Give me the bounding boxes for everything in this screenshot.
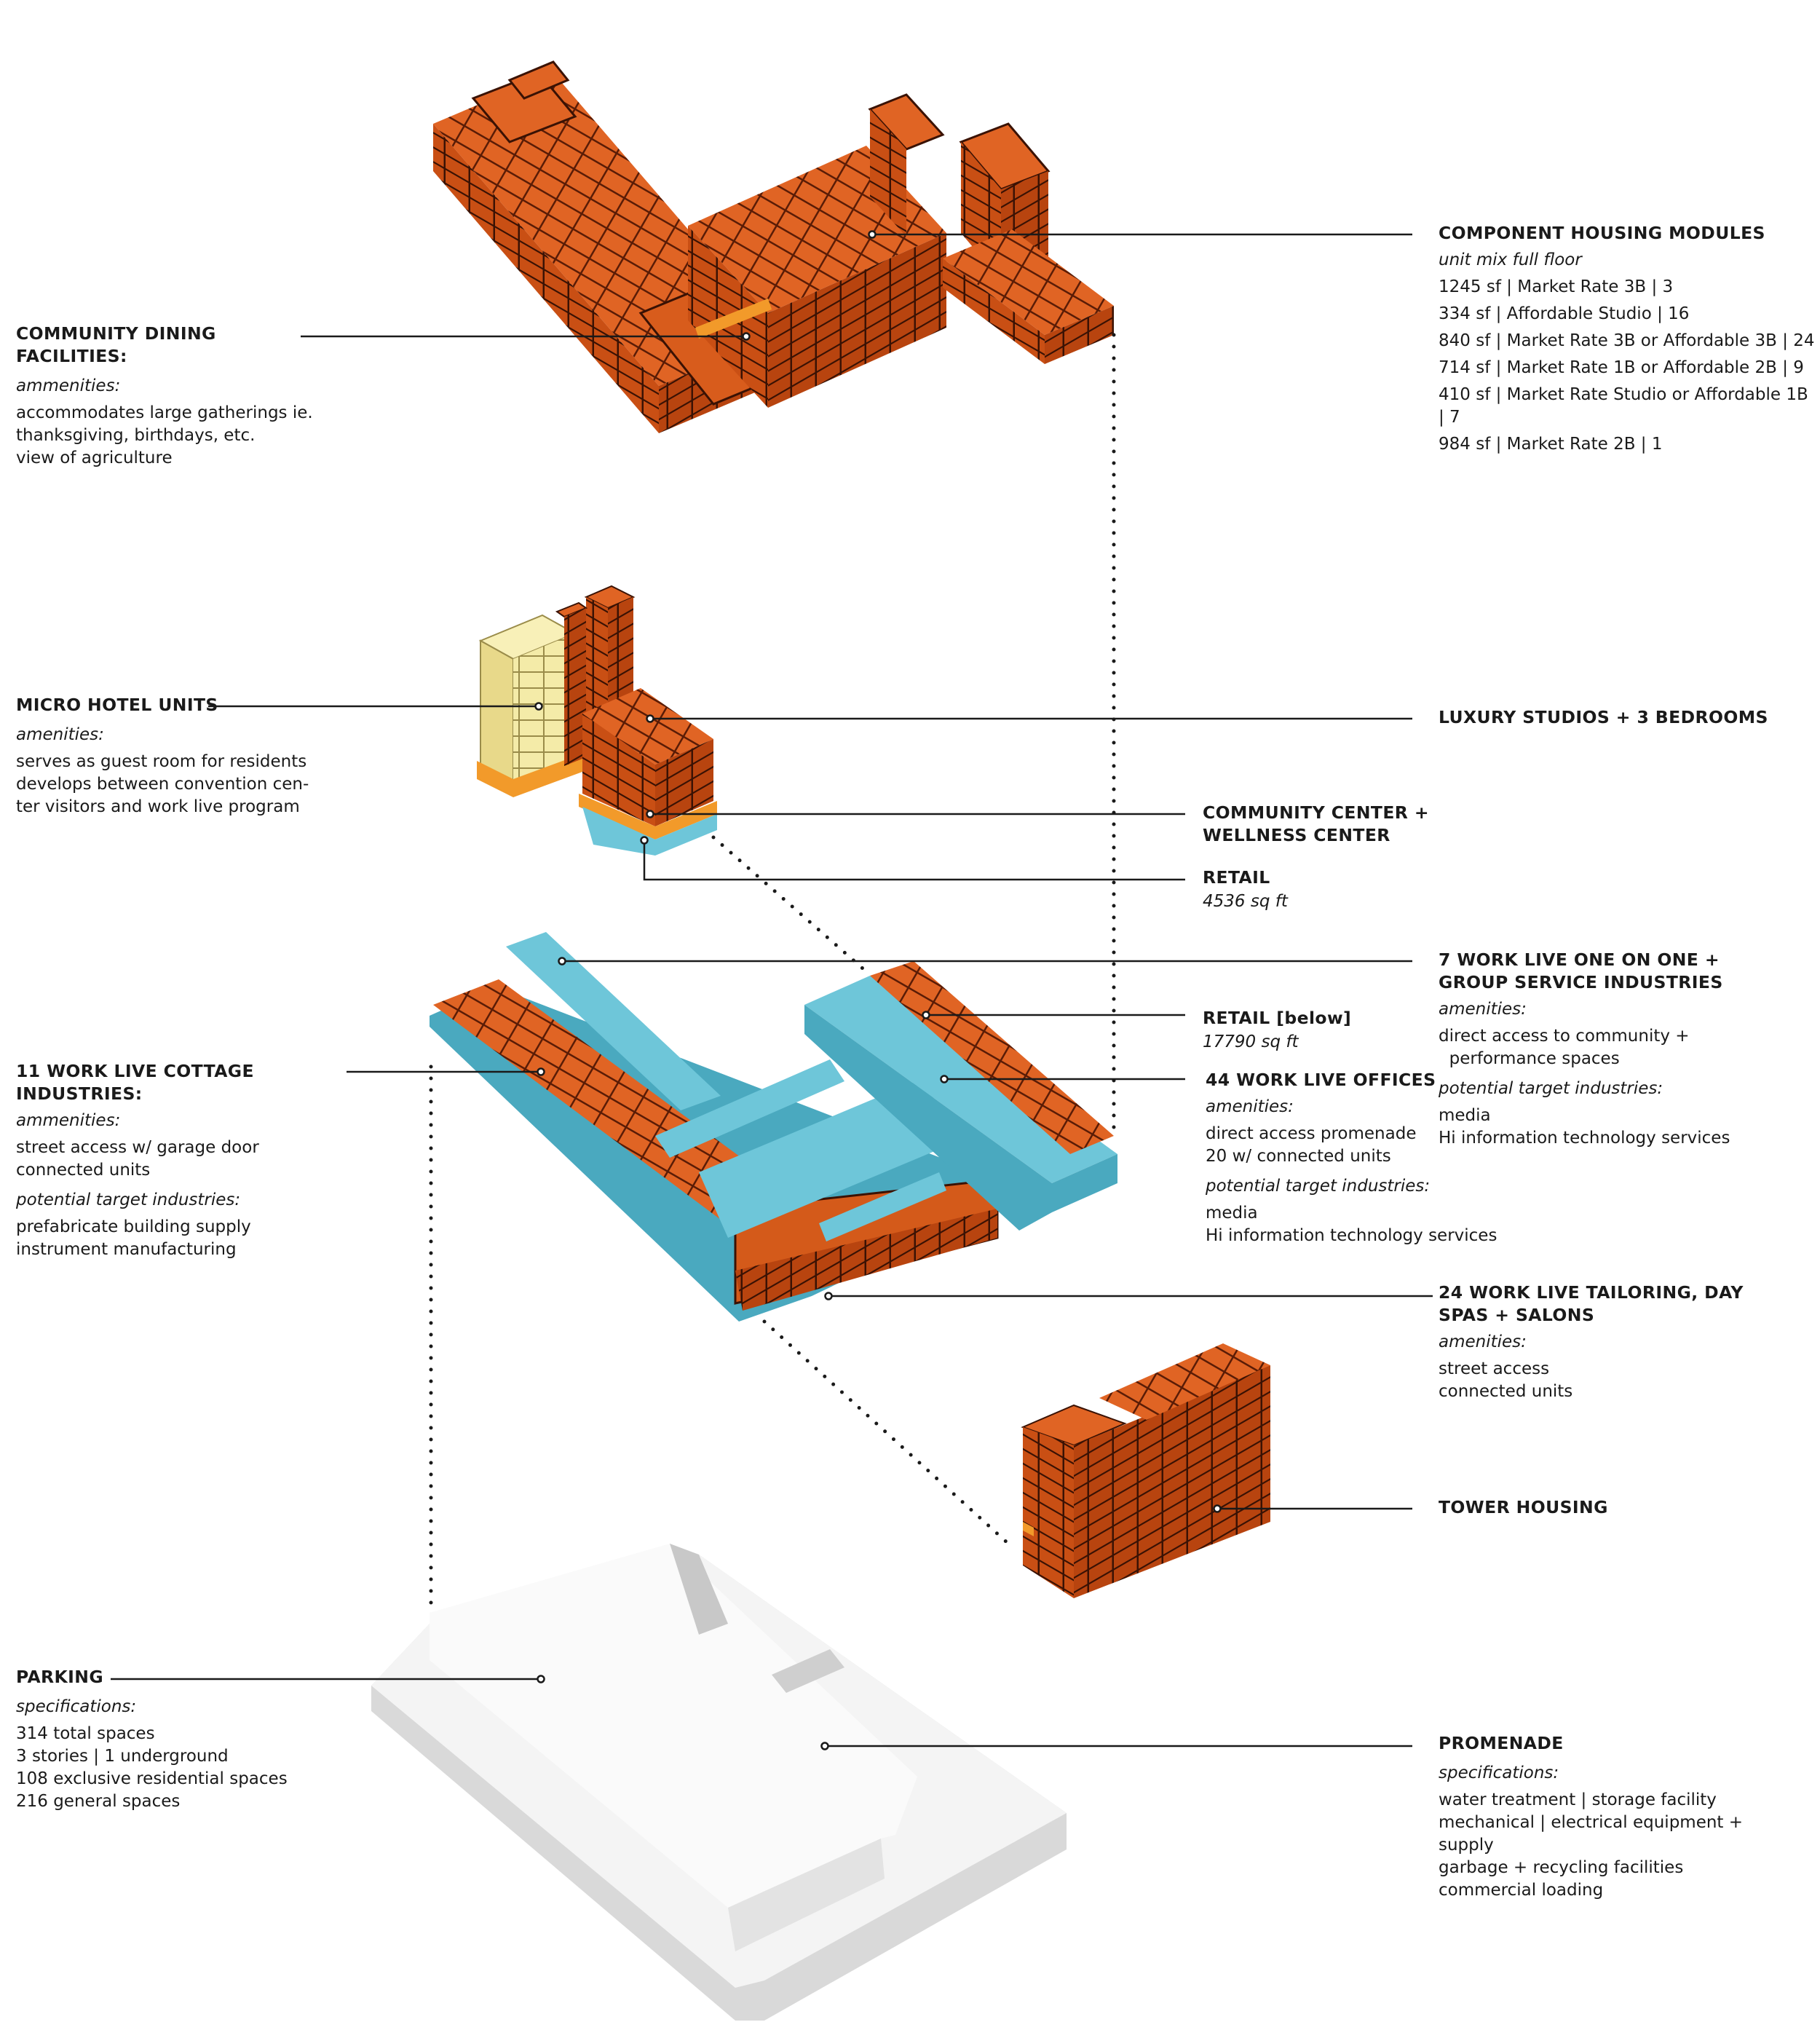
offices-line: Hi information technology services xyxy=(1206,1226,1497,1245)
cottage-subtitle-2: potential target industries: xyxy=(16,1190,241,1209)
component-housing-massing xyxy=(433,60,1114,433)
offices-title: 44 WORK LIVE OFFICES xyxy=(1206,1070,1436,1090)
one-on-one-subtitle: amenities: xyxy=(1439,1000,1527,1019)
one-on-one-line: Hi information technology services xyxy=(1439,1129,1730,1148)
label-component-housing: COMPONENT HOUSING MODULES unit mix full … xyxy=(1439,222,1817,456)
unit-mix-line: 714 sf | Market Rate 1B or Affordable 2B… xyxy=(1439,358,1804,377)
micro-hotel-line: ter visitors and work live program xyxy=(16,797,300,816)
label-luxury-studios: LUXURY STUDIOS + 3 BEDROOMS xyxy=(1439,706,1803,729)
community-center-title-line: COMMUNITY CENTER + xyxy=(1203,802,1429,823)
tailoring-subtitle: amenities: xyxy=(1439,1332,1527,1351)
component-housing-title: COMPONENT HOUSING MODULES xyxy=(1439,223,1765,243)
community-dining-line: thanksgiving, birthdays, etc. xyxy=(16,426,256,445)
parking-title: PARKING xyxy=(16,1667,104,1687)
micro-hotel-title: MICRO HOTEL UNITS xyxy=(16,695,218,715)
parking-promenade-massing xyxy=(371,1544,1067,2021)
retail-title: RETAIL xyxy=(1203,867,1270,888)
tailoring-title-line: SPAS + SALONS xyxy=(1439,1305,1595,1325)
offices-subtitle: amenities: xyxy=(1206,1097,1294,1116)
one-on-one-line: direct access to community + xyxy=(1439,1027,1690,1046)
offices-subtitle-2: potential target industries: xyxy=(1206,1177,1431,1196)
offices-line: 20 w/ connected units xyxy=(1206,1147,1391,1166)
dotted-connectors xyxy=(429,333,1116,1615)
retail-below-area: 17790 sq ft xyxy=(1203,1032,1299,1051)
micro-hotel-subtitle: amenities: xyxy=(16,725,104,744)
offices-line: direct access promenade xyxy=(1206,1124,1417,1143)
promenade-line: commercial loading xyxy=(1439,1881,1604,1900)
label-tailoring: 24 WORK LIVE TAILORING, DAY SPAS + SALON… xyxy=(1439,1281,1803,1403)
tailoring-title-line: 24 WORK LIVE TAILORING, DAY xyxy=(1439,1282,1744,1303)
cottage-line: connected units xyxy=(16,1161,151,1180)
one-on-one-title-line: 7 WORK LIVE ONE ON ONE + xyxy=(1439,949,1720,970)
cottage-line: prefabricate building supply xyxy=(16,1217,251,1236)
offices-line: media xyxy=(1206,1204,1258,1223)
tower-housing-title: TOWER HOUSING xyxy=(1439,1497,1608,1517)
luxury-studios-title: LUXURY STUDIOS + 3 BEDROOMS xyxy=(1439,707,1768,727)
unit-mix-line: 984 sf | Market Rate 2B | 1 xyxy=(1439,435,1663,454)
unit-mix-line: 840 sf | Market Rate 3B or Affordable 3B… xyxy=(1439,331,1815,350)
community-center-title-line: WELLNESS CENTER xyxy=(1203,825,1390,845)
leader-endpoints xyxy=(534,230,1222,1750)
community-dining-title: COMMUNITY DINING FACILITIES: xyxy=(16,323,216,366)
label-promenade: PROMENADE specifications: water treatmen… xyxy=(1439,1732,1803,1902)
cottage-line: instrument manufacturing xyxy=(16,1240,237,1259)
one-on-one-title-line: GROUP SERVICE INDUSTRIES xyxy=(1439,972,1723,992)
parking-subtitle: specifications: xyxy=(16,1697,137,1716)
tailoring-line: street access xyxy=(1439,1359,1550,1378)
unit-mix-line: 1245 sf | Market Rate 3B | 3 xyxy=(1439,277,1674,296)
parking-line: 216 general spaces xyxy=(16,1792,181,1811)
tower-housing-massing xyxy=(1021,1343,1270,1598)
micro-hotel-line: serves as guest room for residents xyxy=(16,752,307,771)
community-dining-subtitle: ammenities: xyxy=(16,376,121,395)
micro-hotel-line: develops between convention cen- xyxy=(16,775,309,794)
label-cottage-industries: 11 WORK LIVE COTTAGE INDUSTRIES: ammenit… xyxy=(16,1060,351,1261)
one-on-one-line: performance spaces xyxy=(1439,1049,1620,1068)
unit-mix-line: 410 sf | Market Rate Studio or Affordabl… xyxy=(1439,385,1808,427)
unit-mix-line: 334 sf | Affordable Studio | 16 xyxy=(1439,304,1690,323)
mid-cluster-massing xyxy=(477,585,717,856)
label-retail: RETAIL 4536 sq ft xyxy=(1203,866,1421,917)
label-community-center: COMMUNITY CENTER + WELLNESS CENTER xyxy=(1203,802,1436,847)
promenade-line: water treatment | storage facility xyxy=(1439,1790,1717,1809)
promenade-subtitle: specifications: xyxy=(1439,1764,1559,1782)
cottage-line: street access w/ garage door xyxy=(16,1138,259,1157)
parking-line: 3 stories | 1 underground xyxy=(16,1747,229,1766)
label-tower-housing: TOWER HOUSING xyxy=(1439,1496,1730,1519)
leader-lines xyxy=(111,233,1433,1747)
component-housing-subtitle: unit mix full floor xyxy=(1439,250,1582,269)
promenade-line: garbage + recycling facilities xyxy=(1439,1858,1684,1877)
tailoring-line: connected units xyxy=(1439,1382,1573,1401)
community-dining-line: view of agriculture xyxy=(16,449,173,467)
parking-line: 108 exclusive residential spaces xyxy=(16,1769,288,1788)
work-live-level-massing xyxy=(430,932,1117,1322)
label-parking: PARKING specifications: 314 total spaces… xyxy=(16,1666,336,1813)
promenade-line: mechanical | electrical equipment + supp… xyxy=(1439,1813,1744,1855)
label-community-dining: COMMUNITY DINING FACILITIES: ammenities:… xyxy=(16,323,322,470)
retail-area: 4536 sq ft xyxy=(1203,892,1288,911)
label-micro-hotel: MICRO HOTEL UNITS amenities: serves as g… xyxy=(16,694,322,818)
label-retail-below: RETAIL [below] 17790 sq ft xyxy=(1203,1007,1421,1058)
label-work-live-one-on-one: 7 WORK LIVE ONE ON ONE + GROUP SERVICE I… xyxy=(1439,949,1803,1150)
cottage-title: 11 WORK LIVE COTTAGE INDUSTRIES: xyxy=(16,1061,254,1104)
cottage-subtitle: ammenities: xyxy=(16,1111,121,1130)
retail-below-title: RETAIL [below] xyxy=(1203,1008,1352,1028)
one-on-one-subtitle-2: potential target industries: xyxy=(1439,1079,1663,1098)
promenade-title: PROMENADE xyxy=(1439,1733,1564,1753)
label-work-live-offices: 44 WORK LIVE OFFICES amenities: direct a… xyxy=(1206,1069,1526,1247)
community-dining-line: accommodates large gatherings ie. xyxy=(16,403,313,422)
one-on-one-line: media xyxy=(1439,1106,1491,1125)
parking-line: 314 total spaces xyxy=(16,1724,155,1743)
